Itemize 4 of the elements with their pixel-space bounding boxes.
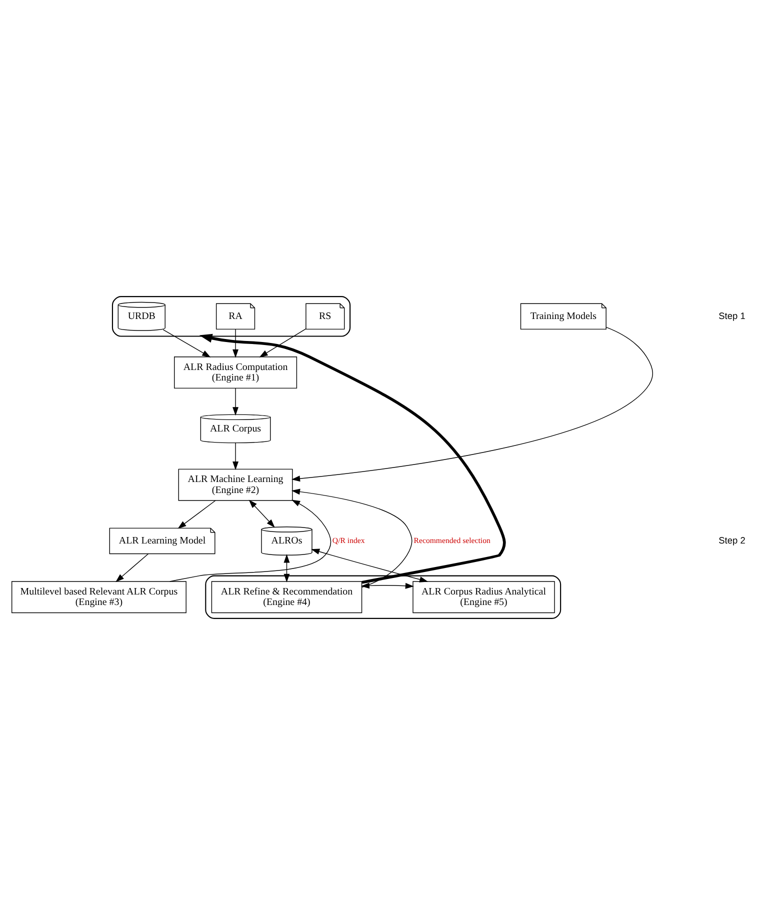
edge-label: Q/R index: [332, 535, 365, 544]
edge-label: Recommended selection: [414, 535, 490, 544]
label: Step 1: [718, 310, 746, 320]
label: Step 2: [718, 534, 746, 545]
